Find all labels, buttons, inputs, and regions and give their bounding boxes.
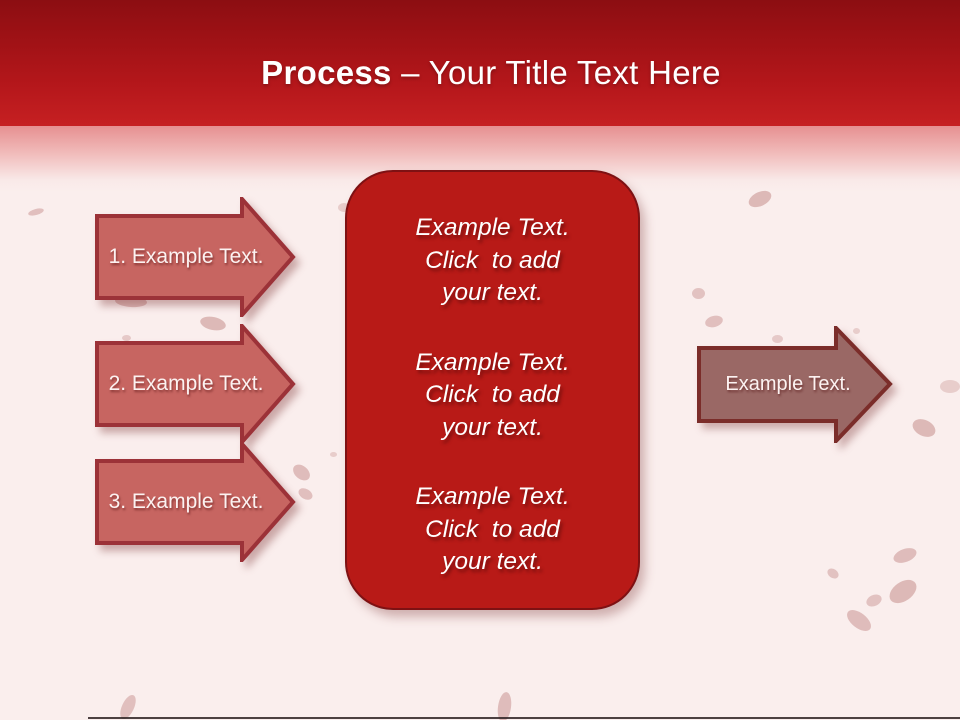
paint-splatter-icon <box>122 335 131 341</box>
result-arrow: Example Text. <box>697 326 893 443</box>
process-step-2-arrow: 2. Example Text. <box>95 324 296 444</box>
paint-splatter-icon <box>940 380 960 393</box>
paint-splatter-icon <box>843 605 875 636</box>
panel-text-line: Click to add <box>425 515 560 543</box>
panel-text-line: Example Text. <box>415 214 570 241</box>
paint-splatter-icon <box>891 545 919 566</box>
process-step-1-arrow: 1. Example Text. <box>95 197 296 317</box>
panel-paragraph: Example Text. Click to add your text. <box>347 212 638 310</box>
step-1-label: 1. Example Text. <box>108 245 264 268</box>
paint-splatter-icon <box>495 691 514 720</box>
panel-text-line: your text. <box>442 279 543 306</box>
paint-splatter-icon <box>909 415 939 441</box>
right-arrow-shape-icon <box>95 442 296 562</box>
paint-splatter-icon <box>772 335 783 343</box>
paint-splatter-icon <box>338 203 350 212</box>
paint-splatter-icon <box>296 485 315 503</box>
step-3-label: 3. Example Text. <box>108 490 264 513</box>
right-arrow-shape-icon <box>95 197 296 317</box>
panel-text-line: Click to add <box>425 246 560 274</box>
paint-splatter-icon <box>885 575 921 608</box>
title-rest: – Your Title Text Here <box>391 54 721 91</box>
panel-text-line: your text. <box>442 413 543 441</box>
title-emphasis: Process <box>261 54 392 91</box>
paint-splatter-icon <box>692 288 705 299</box>
paint-splatter-icon <box>27 207 45 217</box>
paint-splatter-icon <box>853 328 860 334</box>
bottom-divider <box>88 717 960 719</box>
header-band <box>0 0 960 126</box>
paint-splatter-icon <box>864 592 884 609</box>
page-title: Process – Your Title Text Here <box>0 54 960 92</box>
panel-paragraph: Example Text. Click to add your text. <box>347 347 638 445</box>
right-arrow-shape-icon <box>697 326 893 443</box>
paint-splatter-icon <box>825 566 841 581</box>
paint-splatter-icon <box>330 452 337 457</box>
panel-text-line: your text. <box>442 548 543 575</box>
panel-text-line: Example Text. <box>415 483 570 510</box>
process-step-3-arrow: 3. Example Text. <box>95 442 296 562</box>
step-2-label: 2. Example Text. <box>108 372 264 395</box>
paint-splatter-icon <box>117 692 139 720</box>
panel-paragraph: Example Text. Click to add your text. <box>347 481 638 579</box>
panel-text-line: Click to add <box>425 381 560 408</box>
panel-text-line: Example Text. <box>415 348 570 376</box>
result-arrow-label: Example Text. <box>725 373 851 395</box>
center-text-panel: Example Text. Click to add your text. Ex… <box>345 170 640 610</box>
right-arrow-shape-icon <box>95 324 296 444</box>
